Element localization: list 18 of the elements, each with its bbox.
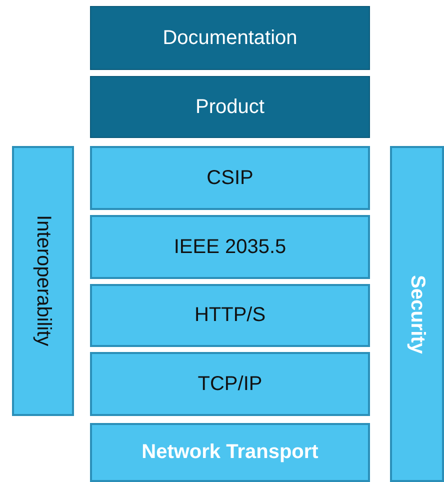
side-bar — [390, 146, 444, 482]
layer-label: HTTP/S — [194, 304, 266, 327]
layer-box — [90, 284, 370, 347]
side-bar — [12, 146, 74, 416]
layer-label: Security — [406, 274, 428, 354]
layer-box — [90, 215, 370, 279]
layer-label: CSIP — [206, 166, 254, 190]
layer-label: Interoperability — [32, 215, 54, 347]
layer-box — [90, 6, 370, 70]
layer-label: TCP/IP — [198, 372, 262, 396]
layer-label: Documentation — [162, 26, 298, 50]
layer-box — [90, 423, 370, 482]
layer-label: IEEE 2035.5 — [174, 236, 286, 258]
layer-label: Product — [196, 96, 264, 118]
layer-label: Network Transport — [142, 441, 318, 464]
layer-box — [90, 76, 370, 138]
layer-box — [90, 352, 370, 416]
layer-box — [90, 146, 370, 210]
